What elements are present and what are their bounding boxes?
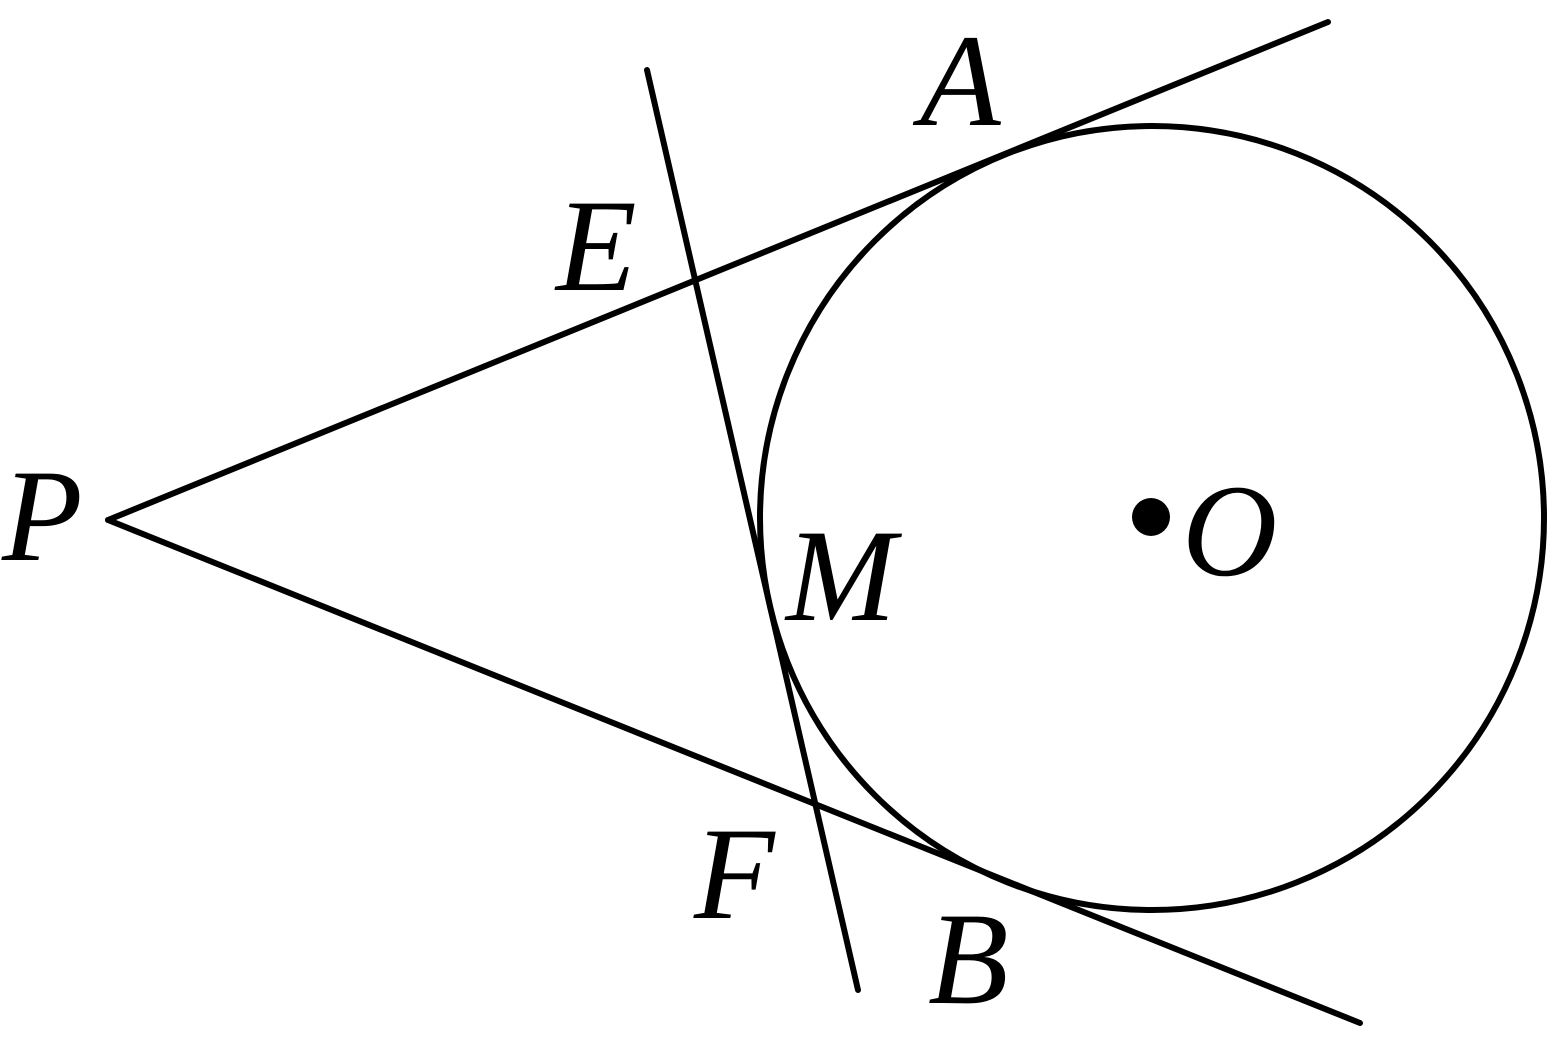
tangent-line-pb: [105, 517, 1363, 1026]
center-point-o: [1132, 498, 1170, 536]
label-f: F: [693, 800, 776, 947]
label-o: O: [1182, 457, 1277, 604]
label-e: E: [554, 172, 637, 319]
tangent-line-pa: [105, 19, 1331, 523]
label-p: P: [1, 442, 83, 589]
label-a: A: [912, 7, 1002, 154]
circle-o: [757, 123, 1547, 913]
label-m: M: [784, 502, 903, 649]
tangent-line-ef: [644, 67, 861, 993]
label-b: B: [928, 885, 1009, 1032]
